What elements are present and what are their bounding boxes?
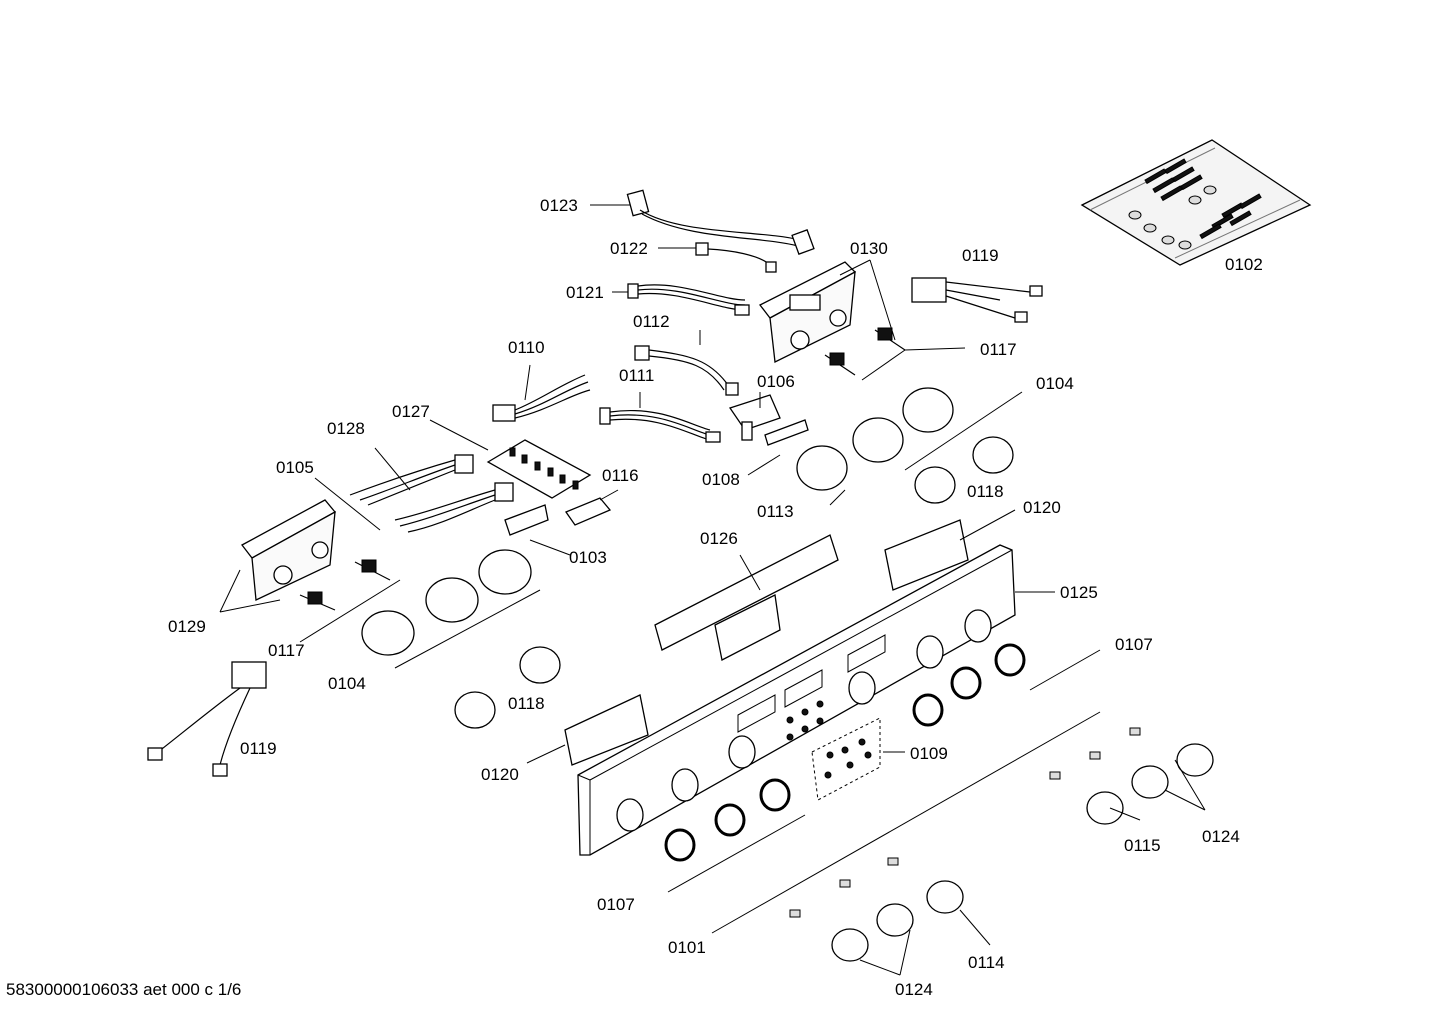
label-0101: 0101 — [668, 938, 706, 957]
part-labels: 0123 0122 0121 0130 0119 0102 0112 0117 … — [168, 196, 1263, 999]
label-0111: 0111 — [619, 366, 654, 385]
label-0118: 0118 — [967, 482, 1004, 501]
part-0125-front-panel — [577, 544, 1016, 856]
part-0107-rings-right — [912, 643, 1026, 727]
part-0127-terminal-block — [486, 439, 592, 499]
part-0103-bracket — [504, 504, 549, 536]
label-0122: 0122 — [610, 239, 648, 258]
label-0124: 0124 — [1202, 827, 1240, 846]
part-0122-harness — [695, 242, 777, 273]
label-0105: 0105 — [276, 458, 314, 477]
part-0104-housings-top — [796, 387, 954, 491]
part-0117-pins-left — [299, 559, 391, 611]
part-0120-bracket-left — [564, 694, 649, 766]
part-0102-screw-bag — [1080, 139, 1312, 266]
part-0104-housings-left — [361, 549, 532, 656]
part-0121-flat-cable — [627, 283, 750, 316]
label-0127: 0127 — [392, 402, 430, 421]
part-0101-inserts — [789, 727, 1141, 918]
part-0119-harness-top — [911, 277, 1043, 323]
label-0126: 0126 — [700, 529, 738, 548]
label-0103: 0103 — [569, 548, 607, 567]
part-0106-switch — [728, 394, 781, 441]
label-0107: 0107 — [597, 895, 635, 914]
label-0120: 0120 — [481, 765, 519, 784]
part-0118-knob-left — [454, 646, 561, 729]
label-0113: 0113 — [757, 502, 794, 521]
label-0107: 0107 — [1115, 635, 1153, 654]
part-0108-bracket — [764, 419, 809, 446]
part-0111-flat-cable — [599, 407, 721, 443]
part-0124-knobs-left — [831, 903, 914, 962]
label-0124: 0124 — [895, 980, 933, 999]
label-0110: 0110 — [508, 338, 545, 357]
part-0109-screws — [811, 717, 881, 801]
label-0123: 0123 — [540, 196, 578, 215]
label-0112: 0112 — [633, 312, 670, 331]
label-0104: 0104 — [1036, 374, 1074, 393]
label-0106: 0106 — [757, 372, 795, 391]
label-0109: 0109 — [910, 744, 948, 763]
label-0108: 0108 — [702, 470, 740, 489]
document-reference: 58300000106033 aet 000 c 1/6 — [6, 980, 242, 999]
part-0123-harness — [626, 189, 815, 255]
part-0124-knobs-right — [1131, 743, 1214, 799]
label-0125: 0125 — [1060, 583, 1098, 602]
part-0129-switch-module — [241, 499, 337, 601]
label-0102: 0102 — [1225, 255, 1263, 274]
label-0117: 0117 — [980, 340, 1017, 359]
label-0118: 0118 — [508, 694, 545, 713]
part-0126-frame — [654, 534, 839, 661]
part-0112-harness — [634, 345, 739, 396]
label-0130: 0130 — [850, 239, 888, 258]
part-0120-bracket-right — [884, 519, 969, 591]
label-0120: 0120 — [1023, 498, 1061, 517]
part-0114-knob — [926, 880, 964, 914]
label-0119: 0119 — [962, 246, 999, 265]
part-0107-rings-left — [664, 778, 791, 862]
part-0130-switch-module — [759, 261, 857, 363]
part-0115-knob — [1086, 791, 1124, 825]
part-0118-knob-top — [914, 436, 1014, 504]
leader-lines — [219, 204, 1206, 976]
label-0104: 0104 — [328, 674, 366, 693]
label-0115: 0115 — [1124, 836, 1161, 855]
part-0116-clip — [565, 497, 612, 526]
part-0110-harness — [492, 374, 591, 422]
part-0128-harness — [349, 454, 514, 533]
label-0128: 0128 — [327, 419, 365, 438]
label-0119: 0119 — [240, 739, 277, 758]
part-0119-harness-left — [147, 661, 267, 777]
label-0129: 0129 — [168, 617, 206, 636]
label-0117: 0117 — [268, 641, 305, 660]
label-0116: 0116 — [602, 466, 639, 485]
label-0114: 0114 — [968, 953, 1005, 972]
label-0121: 0121 — [566, 283, 604, 302]
part-0117-pins-top — [824, 327, 906, 376]
